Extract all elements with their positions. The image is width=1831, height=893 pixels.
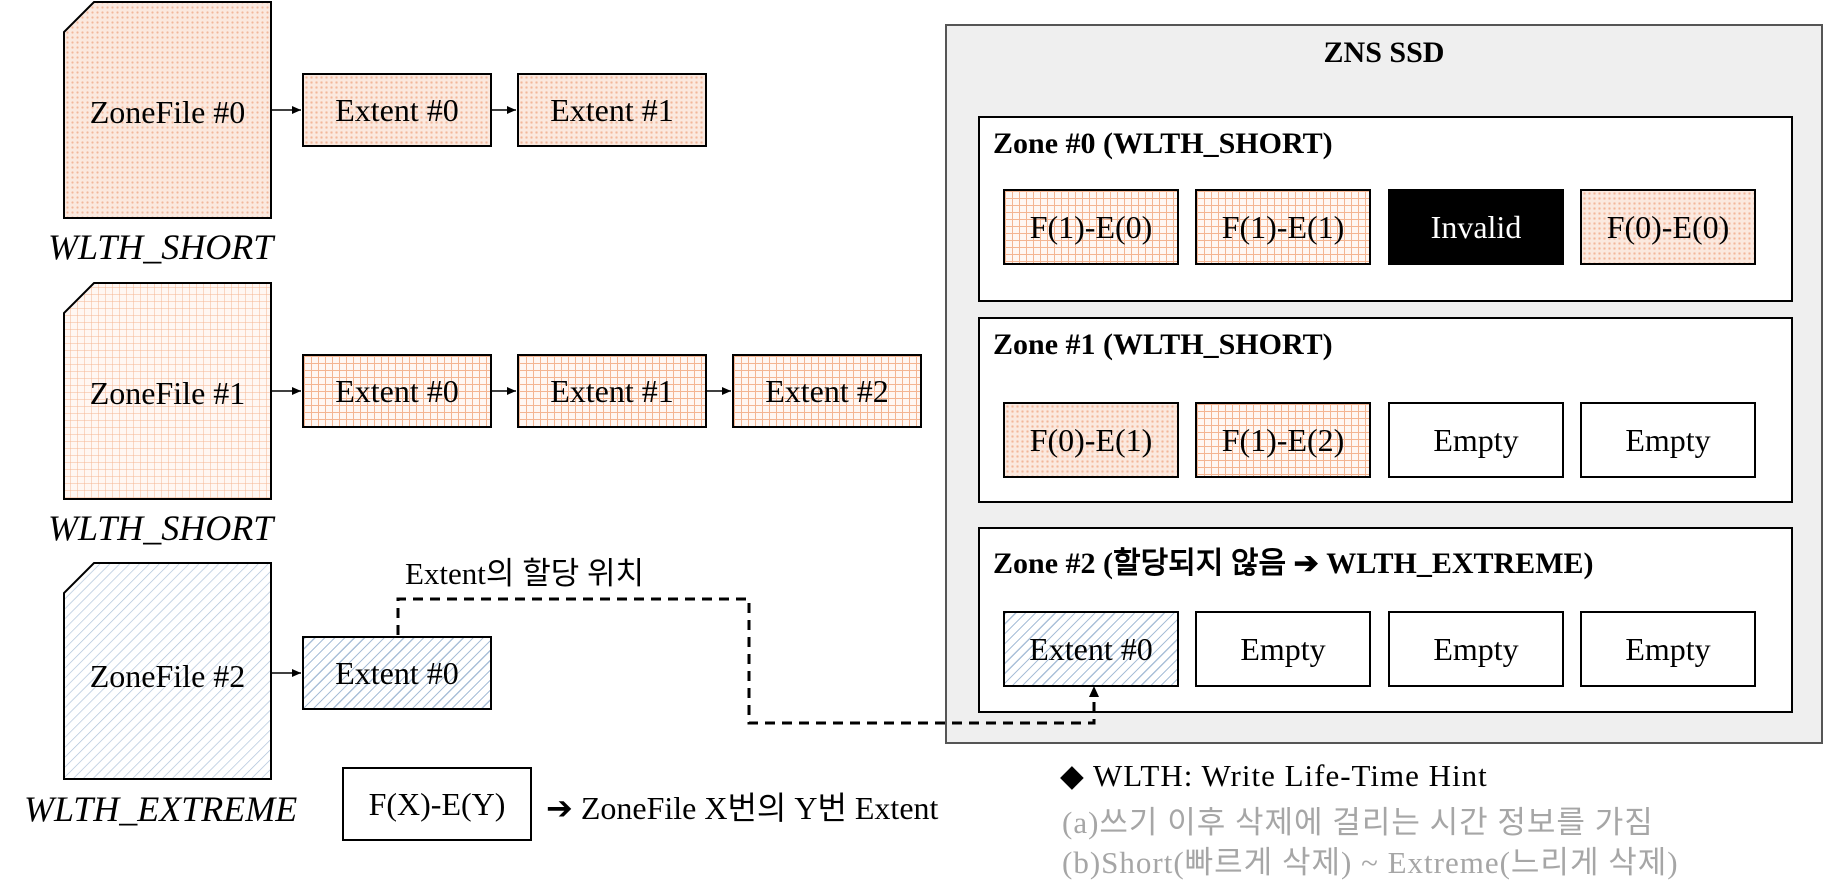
note-a: (a)쓰기 이후 삭제에 걸리는 시간 정보를 가짐 <box>1062 805 1654 840</box>
note-wlth: ◆ WLTH: Write Life-Time Hint <box>1060 758 1488 793</box>
zonefile-1-shape <box>63 282 272 500</box>
allocation-arrow-head <box>1089 686 1099 697</box>
zonefile-0-label: ZoneFile #0 <box>89 93 246 130</box>
zone-2-title: Zone #2 (할당되지 않음 ➔ WLTH_EXTREME) <box>993 547 1594 580</box>
zonefile-1-hint: WLTH_SHORT <box>48 508 274 548</box>
extent-box: Extent #0 <box>302 636 492 710</box>
extent-box: Extent #0 <box>302 73 492 147</box>
zone-0-cell: F(1)-E(0) <box>1003 189 1179 265</box>
extent-box: Extent #0 <box>302 354 492 428</box>
zonefile-1-label: ZoneFile #1 <box>89 374 246 411</box>
zone-2-cell-empty: Empty <box>1388 611 1564 687</box>
legend-description: ZoneFile X번의 Y번 Extent <box>580 790 939 826</box>
zone-1-title: Zone #1 (WLTH_SHORT) <box>993 328 1333 361</box>
allocation-path <box>396 597 1096 725</box>
legend-arrow-icon: ➔ <box>546 789 573 827</box>
zone-0-cell: F(1)-E(1) <box>1195 189 1371 265</box>
zone-2-cell-empty: Empty <box>1195 611 1371 687</box>
zone-2-cell-empty: Empty <box>1580 611 1756 687</box>
extent-box: Extent #1 <box>517 354 707 428</box>
zone-0-cell-invalid: Invalid <box>1388 189 1564 265</box>
zone-1-cell: F(0)-E(1) <box>1003 402 1179 478</box>
zonefile-2-shape <box>63 562 272 780</box>
extent-box: Extent #2 <box>732 354 922 428</box>
zone-1-cell: F(1)-E(2) <box>1195 402 1371 478</box>
zonefile-2-label: ZoneFile #2 <box>89 657 246 694</box>
zonefile-0-hint: WLTH_SHORT <box>48 227 274 267</box>
note-b: (b)Short(빠르게 삭제) ~ Extreme(느리게 삭제) <box>1062 845 1679 880</box>
zone-0-title: Zone #0 (WLTH_SHORT) <box>993 127 1333 160</box>
zone-0-cell: F(0)-E(0) <box>1580 189 1756 265</box>
zonefile-2-hint: WLTH_EXTREME <box>24 789 298 829</box>
extent-box: Extent #1 <box>517 73 707 147</box>
zone-1-cell-empty: Empty <box>1580 402 1756 478</box>
zone-1-cell-empty: Empty <box>1388 402 1564 478</box>
zonefile-0-shape <box>63 1 272 219</box>
legend-key-box: F(X)-E(Y) <box>342 767 532 841</box>
zone-2-cell: Extent #0 <box>1003 611 1179 687</box>
allocation-label: Extent의 할당 위치 <box>405 556 645 591</box>
legend-text: ➔ ZoneFile X번의 Y번 Extent <box>546 783 938 829</box>
ssd-title: ZNS SSD <box>1323 36 1445 69</box>
